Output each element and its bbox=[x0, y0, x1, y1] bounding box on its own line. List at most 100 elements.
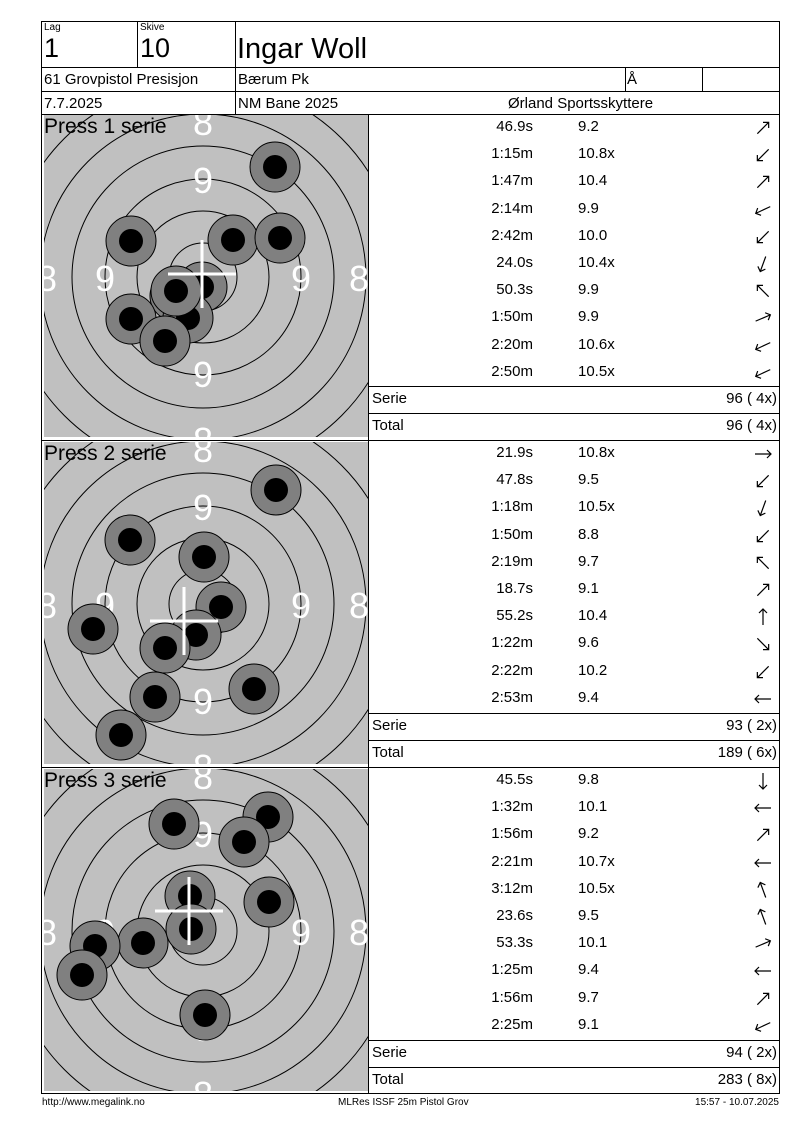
shot-score: 9.5 bbox=[578, 471, 599, 489]
shot-time: 1:50m bbox=[491, 308, 533, 326]
total-row: Total 189 ( 6x) bbox=[370, 740, 779, 766]
shot-time: 21.9s bbox=[496, 444, 533, 461]
shot-score: 10.1 bbox=[578, 934, 608, 952]
direction-arrow-icon bbox=[754, 694, 771, 704]
direction-arrow-icon bbox=[754, 205, 771, 216]
target-ring bbox=[71, 145, 335, 409]
direction-arrow-icon bbox=[754, 1021, 771, 1032]
shot-score: 10.5x bbox=[578, 879, 615, 897]
target-face: 99998888 bbox=[44, 442, 368, 764]
shot-score: 9.9 bbox=[578, 281, 599, 299]
shot-score: 9.6 bbox=[578, 634, 599, 652]
shot-hole bbox=[164, 279, 188, 303]
footer-url[interactable]: http://www.megalink.no bbox=[42, 1097, 145, 1108]
target-series-3: Press 3 serie 99998888 bbox=[44, 769, 368, 1091]
footer-timestamp: 15:57 - 10.07.2025 bbox=[695, 1097, 779, 1108]
direction-arrow-icon bbox=[756, 176, 770, 189]
shot-time: 2:22m bbox=[491, 661, 533, 679]
direction-arrow-icon bbox=[756, 149, 770, 162]
ring-label: 8 bbox=[193, 420, 213, 437]
direction-arrow-icon bbox=[756, 829, 770, 842]
direction-arrow-icon bbox=[754, 803, 771, 813]
shot-time: 2:50m bbox=[491, 362, 533, 380]
direction-arrow-icon bbox=[756, 992, 770, 1005]
shot-time: 1:50m bbox=[491, 525, 533, 543]
shot-hole bbox=[153, 329, 177, 353]
event-name: NM Bane 2025 bbox=[238, 95, 339, 112]
shot-time: 24.0s bbox=[496, 254, 533, 271]
shot-hole bbox=[209, 595, 233, 619]
direction-arrow-icon bbox=[758, 773, 768, 790]
shot-time: 2:20m bbox=[491, 335, 533, 353]
target-ring bbox=[44, 442, 367, 764]
shot-hole bbox=[263, 155, 287, 179]
ring-label: 8 bbox=[44, 585, 57, 626]
shot-time: 2:25m bbox=[491, 1015, 533, 1033]
shot-hole bbox=[118, 528, 142, 552]
direction-arrow-icon bbox=[754, 341, 771, 352]
direction-arrow-icon bbox=[756, 230, 770, 244]
shooter-name: Ingar Woll bbox=[237, 33, 368, 65]
club-name: Bærum Pk bbox=[238, 71, 309, 88]
target-ring bbox=[104, 178, 302, 376]
shot-hole bbox=[153, 636, 177, 660]
ring-label: 9 bbox=[291, 258, 311, 299]
direction-arrow-icon bbox=[755, 449, 772, 459]
serie-value: 96 ( 4x) bbox=[726, 390, 777, 407]
shot-score: 9.5 bbox=[578, 907, 599, 924]
serie-label: Serie bbox=[372, 717, 408, 734]
lag-label: Lag bbox=[44, 22, 61, 33]
ring-label: 8 bbox=[349, 585, 368, 626]
skive-label: Skive bbox=[140, 22, 165, 33]
total-label: Total bbox=[372, 1071, 404, 1088]
target-series-2: Press 2 serie 99998888 bbox=[44, 442, 368, 764]
shot-hole bbox=[242, 677, 266, 701]
shot-time: 50.3s bbox=[496, 281, 533, 299]
shot-score: 10.4 bbox=[578, 172, 608, 190]
target-series-1: Press 1 serie 99998888 bbox=[44, 115, 368, 437]
direction-arrow-icon bbox=[756, 665, 770, 678]
shot-score: 9.2 bbox=[578, 825, 599, 843]
shot-time: 2:21m bbox=[491, 852, 533, 870]
shot-time: 1:32m bbox=[491, 798, 533, 816]
shot-hole bbox=[192, 545, 216, 569]
total-value: 189 ( 6x) bbox=[717, 744, 777, 761]
direction-arrow-icon bbox=[756, 475, 770, 488]
shot-hole bbox=[70, 963, 94, 987]
total-label: Total bbox=[372, 744, 404, 761]
shot-time: 1:25m bbox=[491, 961, 533, 979]
shot-score: 10.5x bbox=[578, 498, 615, 516]
target-ring bbox=[104, 505, 302, 703]
series-title: Press 2 serie bbox=[44, 442, 167, 465]
target-ring bbox=[44, 769, 367, 1091]
shot-hole bbox=[193, 1003, 217, 1027]
serie-value: 93 ( 2x) bbox=[726, 717, 777, 734]
shot-score: 9.7 bbox=[578, 552, 599, 570]
ring-label: 9 bbox=[193, 487, 213, 528]
ring-label: 9 bbox=[193, 160, 213, 201]
shot-time: 1:15m bbox=[491, 145, 533, 163]
serie-row: Serie 94 ( 2x) bbox=[370, 1040, 779, 1066]
shot-time: 1:56m bbox=[491, 988, 533, 1006]
ring-label: 9 bbox=[291, 585, 311, 626]
direction-arrow-icon bbox=[756, 583, 770, 597]
shot-score: 9.4 bbox=[578, 688, 599, 706]
shot-score: 9.1 bbox=[578, 1015, 599, 1033]
shot-score: 10.6x bbox=[578, 335, 615, 353]
direction-arrow-icon bbox=[754, 368, 771, 379]
ring-label: 8 bbox=[193, 442, 213, 470]
target-ring bbox=[136, 210, 270, 344]
shot-score: 10.7x bbox=[578, 852, 615, 870]
discipline: 61 Grovpistol Presisjon bbox=[44, 71, 199, 88]
direction-arrow-icon bbox=[757, 881, 767, 898]
